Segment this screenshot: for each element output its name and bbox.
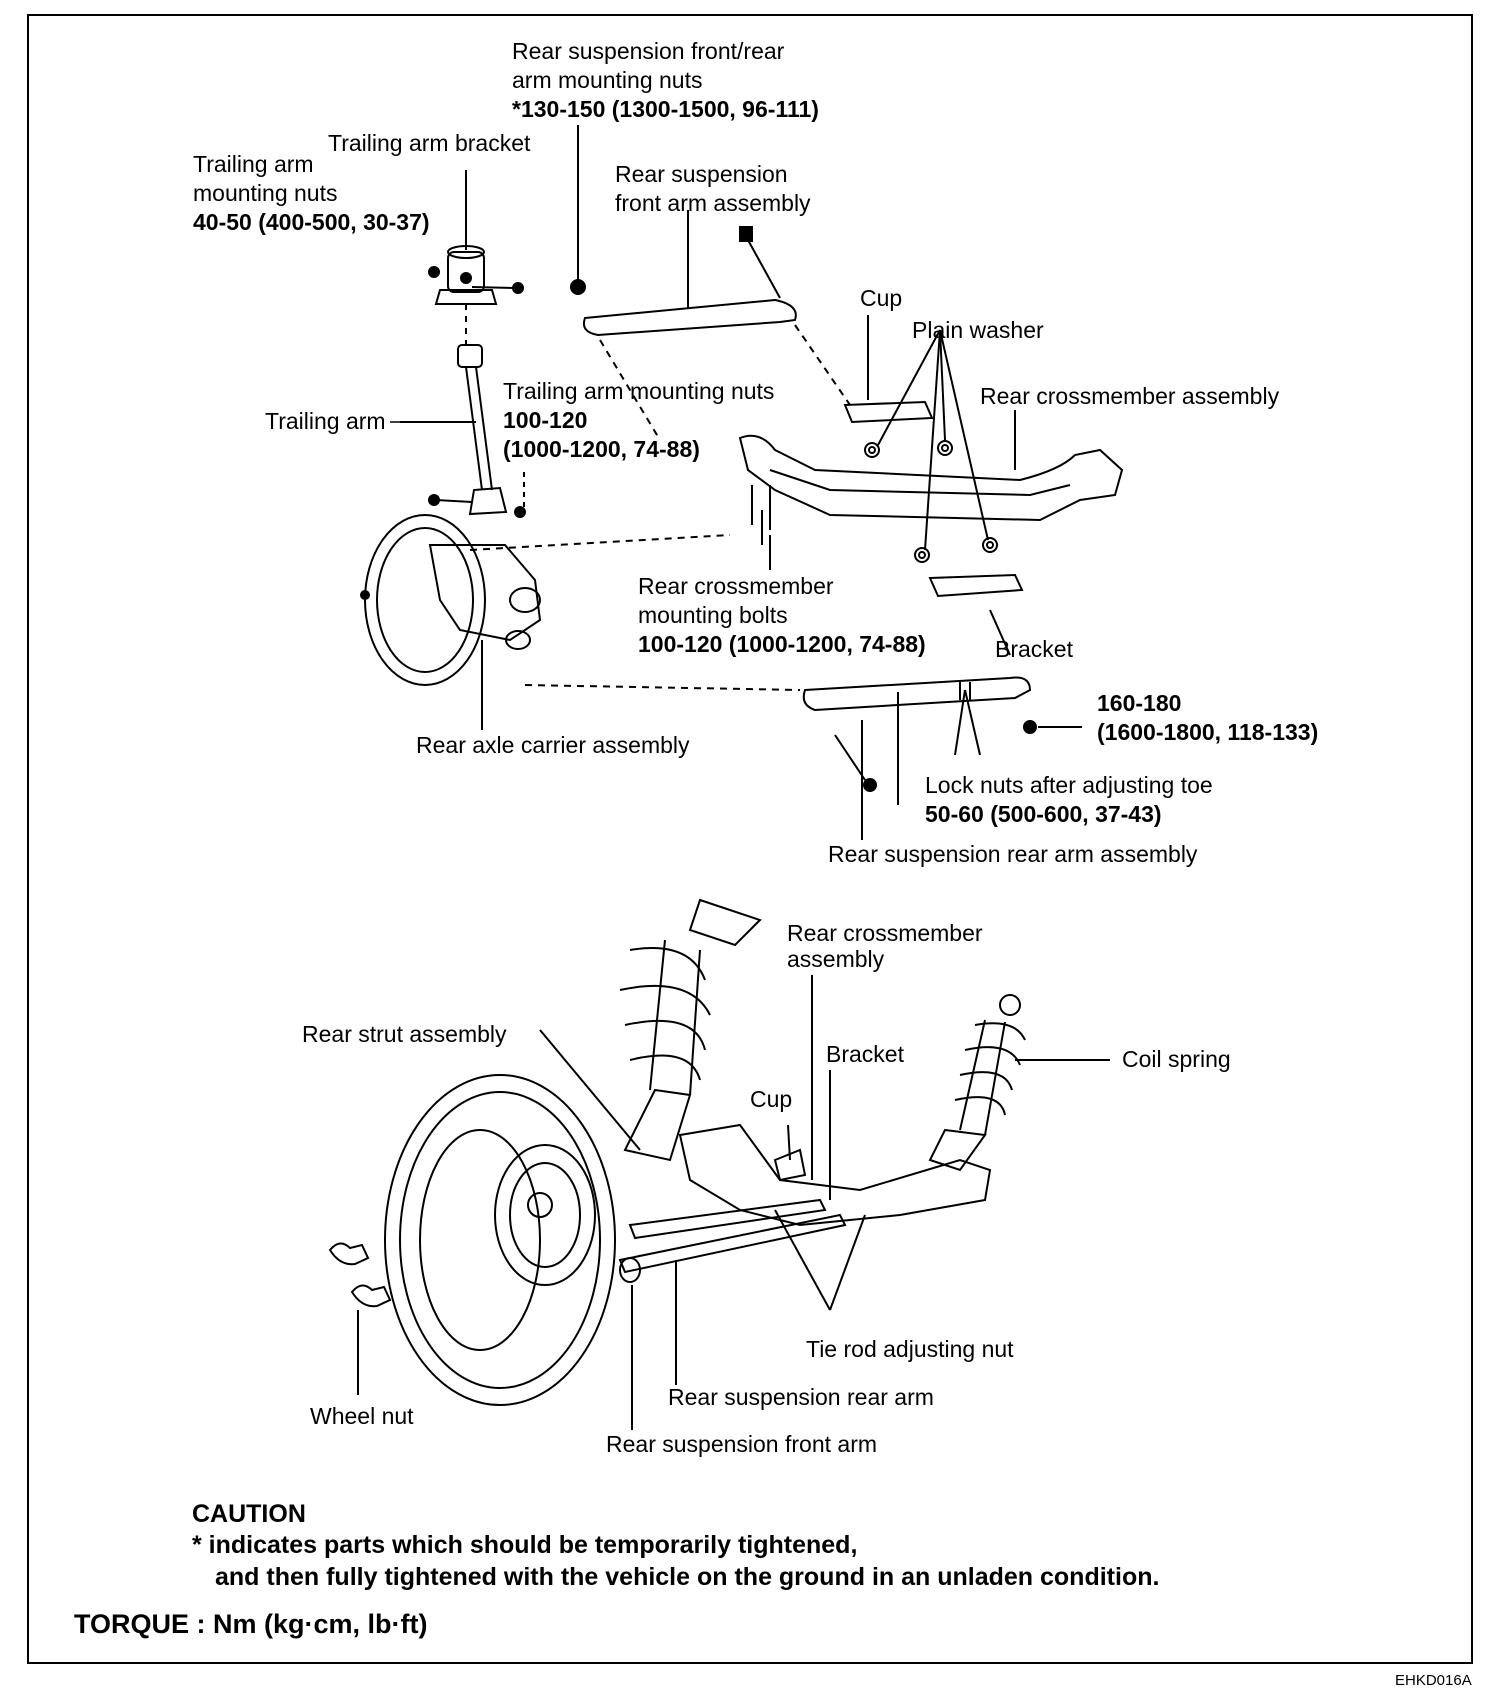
label-crossmember-assembly-bottom: Rear crossmember assembly (787, 920, 983, 972)
label-trailing-arm-mounting-nuts: Trailing arm mounting nuts 40-50 (400-50… (193, 150, 430, 237)
label-strut-assembly: Rear strut assembly (302, 1021, 507, 1047)
label-text: Rear suspension front/rear (512, 38, 785, 64)
label-wheel-nut: Wheel nut (310, 1403, 414, 1429)
label-bracket-bottom: Bracket (826, 1041, 904, 1067)
label-text: arm mounting nuts (512, 67, 703, 93)
rear-crossmember-top (469, 410, 1124, 570)
label-text: Trailing arm (193, 151, 314, 177)
rear-crossmember-bottom (678, 975, 992, 1227)
label-text: front arm assembly (615, 190, 811, 216)
label-text: Lock nuts after adjusting toe (925, 772, 1213, 798)
label-rear-arm: Rear suspension rear arm (668, 1384, 934, 1410)
label-text: mounting bolts (638, 602, 788, 628)
figure-border (27, 14, 1473, 1664)
trailing-arm-bracket (428, 170, 524, 305)
label-torque-160: 160-180 (1600-1800, 118-133) (1097, 689, 1318, 747)
label-front-rear-arm-nuts: Rear suspension front/rear arm mounting … (512, 37, 819, 124)
label-text: assembly (787, 946, 885, 972)
label-trailing-arm: Trailing arm (265, 408, 386, 434)
label-text: mounting nuts (193, 180, 338, 206)
torque-units-note: TORQUE : Nm (kg·cm, lb·ft) (74, 1609, 428, 1639)
label-text: Trailing arm mounting nuts (503, 378, 775, 404)
rear-strut-left (539, 898, 762, 1162)
label-crossmember-assembly-top: Rear crossmember assembly (980, 383, 1280, 409)
label-tie-rod-nut: Tie rod adjusting nut (806, 1336, 1014, 1362)
label-rear-arm-assembly: Rear suspension rear arm assembly (828, 841, 1198, 867)
figure-code: EHKD016A (1395, 1672, 1472, 1689)
label-cup-top: Cup (860, 285, 903, 311)
rear-axle-carrier (360, 514, 542, 730)
caution-line-1: * indicates parts which should be tempor… (192, 1531, 858, 1559)
caution-line-2: and then fully tightened with the vehicl… (215, 1563, 1160, 1591)
label-cup-bottom: Cup (750, 1086, 793, 1112)
label-axle-carrier: Rear axle carrier assembly (416, 732, 690, 758)
label-lock-nuts: Lock nuts after adjusting toe 50-60 (500… (925, 771, 1213, 829)
label-plain-washer: Plain washer (912, 317, 1044, 343)
label-torque: *130-150 (1300-1500, 96-111) (512, 96, 819, 122)
label-front-arm-assembly: Rear suspension front arm assembly (615, 160, 811, 218)
label-trailing-arm-bracket: Trailing arm bracket (328, 130, 531, 156)
label-torque: 50-60 (500-600, 37-43) (925, 801, 1162, 827)
label-text: Rear suspension (615, 161, 788, 187)
label-torque: (1000-1200, 74-88) (503, 436, 700, 462)
label-torque: 100-120 (503, 407, 588, 433)
label-front-arm: Rear suspension front arm (606, 1431, 878, 1457)
wheel-nuts (328, 1242, 392, 1395)
rear-strut-right (928, 994, 1110, 1172)
label-torque: 40-50 (400-500, 30-37) (193, 209, 430, 235)
label-crossmember-bolts: Rear crossmember mounting bolts 100-120 … (638, 572, 926, 659)
label-torque: 160-180 (1097, 690, 1182, 716)
trailing-arm (400, 304, 526, 518)
front-arm-top (570, 125, 851, 441)
label-text: Rear crossmember (787, 920, 983, 946)
label-bracket-top: Bracket (995, 636, 1073, 662)
rear-arm-top (524, 676, 1082, 840)
label-coil-spring: Coil spring (1122, 1046, 1231, 1072)
cup-and-washers (843, 315, 1024, 656)
suspension-arms-bottom (618, 1198, 866, 1430)
label-text: Rear crossmember (638, 573, 834, 599)
label-torque: (1600-1800, 118-133) (1097, 719, 1319, 745)
wheel (384, 1074, 616, 1406)
caution-title: CAUTION (192, 1500, 306, 1528)
label-torque: 100-120 (1000-1200, 74-88) (638, 631, 926, 657)
label-trailing-arm-nuts-2: Trailing arm mounting nuts 100-120 (1000… (503, 377, 774, 464)
